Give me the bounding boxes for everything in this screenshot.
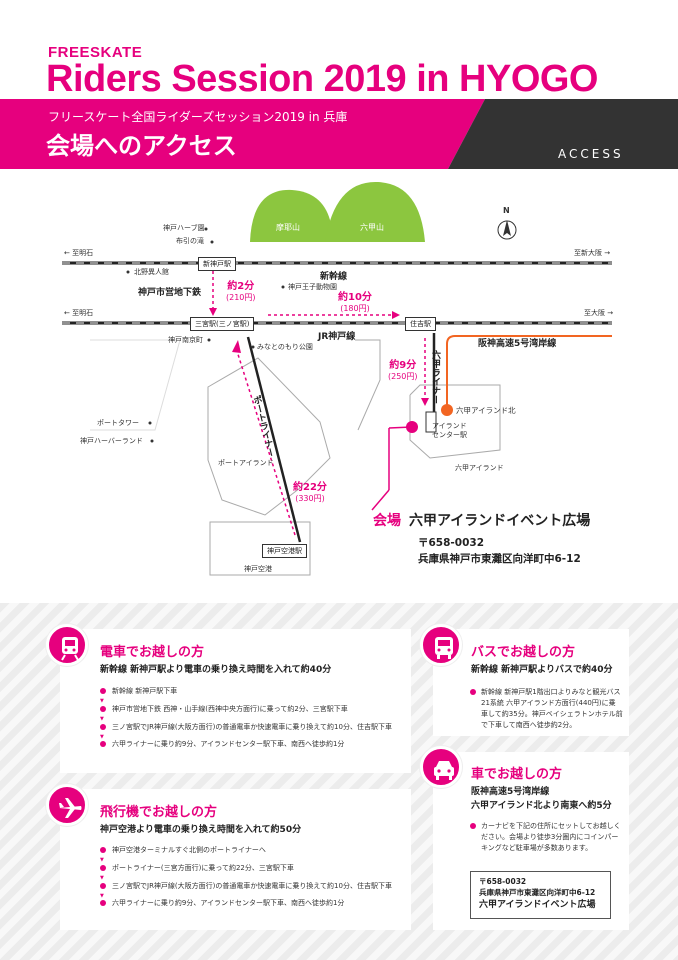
station-sannomiya: 三宮駅(三ノ宮駅) <box>190 317 255 331</box>
section-heading: 会場へのアクセス <box>46 132 237 160</box>
venue-title: 会場六甲アイランドイベント広場 <box>373 510 590 530</box>
mountain-rokko-label: 六甲山 <box>360 223 384 232</box>
access-map: 摩耶山 六甲山 N 神戸ハーブ園 布引の滝 ← 至明石 至新大阪 → 新神戸駅 … <box>0 180 678 600</box>
compass-arrow <box>503 220 511 236</box>
landmark-kitano: 北野異人館 <box>134 268 169 276</box>
page-title: Riders Session 2019 in HYOGO <box>46 58 599 100</box>
plane-steps: 神戸空港ターミナルすぐ北側のポートライナーへ ポートライナー(三宮方面行)に乗っ… <box>100 846 392 917</box>
car-address-name: 六甲アイランドイベント広場 <box>479 899 596 910</box>
car-note: カーナビを下記の住所にセットしてお越しく ださい。会場より徒歩3分圏内にコインパ… <box>470 822 621 852</box>
station-shinkobe: 新神戸駅 <box>198 257 236 271</box>
venue-address: 〒658-0032 兵庫県神戸市東灘区向洋町中6-12 <box>418 535 581 568</box>
plane-step: 六甲ライナーに乗り約9分、アイランドセンター駅下車、南西へ徒歩約1分 <box>100 899 392 909</box>
train-card <box>60 629 411 773</box>
landmark-rokko-island: 六甲アイランド <box>455 464 504 472</box>
landmark-harborland: 神戸ハーバーランド <box>80 437 143 445</box>
time-rokko: 約9分(250円) <box>388 360 418 381</box>
mountain-maya-label: 摩耶山 <box>276 223 300 232</box>
venue-postal: 〒658-0032 <box>418 537 484 549</box>
landmark-tower: ポートタワー <box>97 419 139 427</box>
line-to-shinosaka: 至新大阪 → <box>574 249 611 257</box>
train-icon <box>46 624 88 666</box>
access-label: ACCESS <box>558 147 624 161</box>
line-to-akashi-1: ← 至明石 <box>64 249 94 257</box>
bus-note: 新幹線 新神戸駅1階出口よりみなと観光バス 21系統 六甲アイランド方面行(44… <box>470 688 623 729</box>
plane-step: ポートライナー(三宮方面行)に乗って約22分、三宮駅下車 <box>100 864 392 881</box>
time-subway: 約2分(210円) <box>226 281 256 302</box>
landmark-nunobiki: 布引の滝 <box>176 237 204 245</box>
airport-outline <box>209 521 311 576</box>
map-graphics <box>62 181 612 576</box>
train-steps: 新幹線 新神戸駅下車 神戸市営地下鉄 西神・山手線(西神中央方面行)に乗って約2… <box>100 687 392 758</box>
line-rokkoliner-label: 六甲ライナー <box>430 350 440 404</box>
train-step: 新幹線 新神戸駅下車 <box>100 687 392 705</box>
bus-title: バスでお越しの方 <box>471 645 576 660</box>
venue-name: 六甲アイランドイベント広場 <box>409 513 591 529</box>
rokko-island-outline <box>409 384 501 459</box>
plane-step: 神戸空港ターミナルすぐ北側のポートライナーへ <box>100 846 392 864</box>
car-address-box: 〒658-0032 兵庫県神戸市東灘区向洋町中6-12 六甲アイランドイベント広… <box>470 871 611 919</box>
landmark-nankinmachi: 神戸南京町 <box>168 336 203 344</box>
subtitle: フリースケート全国ライダーズセッション2019 in 兵庫 <box>48 110 348 124</box>
landmark-port-island: ポートアイランド <box>218 459 274 467</box>
line-shinkansen-label: 新幹線 <box>320 272 348 282</box>
train-title: 電車でお越しの方 <box>100 645 205 660</box>
train-step: 三ノ宮駅でJR神戸線(大阪方面行)の普通電車か快速電車に乗り換えて約10分、住吉… <box>100 723 392 740</box>
title-banner <box>0 99 678 169</box>
time-port: 約22分(330円) <box>293 482 327 503</box>
mountain-rokko <box>325 181 425 242</box>
car-address-postal: 〒658-0032 <box>479 877 527 886</box>
plane-card <box>60 789 411 930</box>
port-island-outline <box>207 357 331 516</box>
north-label: N <box>503 206 510 215</box>
plane-title: 飛行機でお越しの方 <box>100 805 218 820</box>
landmark-airport-area: 神戸空港 <box>244 565 272 573</box>
train-step: 神戸市営地下鉄 西神・山手線(西神中央方面行)に乗って約2分、三宮駅下車 <box>100 705 392 722</box>
page-header: FREESKATE Riders Session 2019 in HYOGO フ… <box>0 0 678 170</box>
banner-shapes <box>0 99 678 169</box>
landmark-minatonomori: みなとのもり公園 <box>257 343 313 351</box>
line-subway-label: 神戸市営地下鉄 <box>138 288 202 298</box>
expressway-line <box>446 335 612 405</box>
train-summary: 新幹線 新神戸駅より電車の乗り換え時間を入れて約40分 <box>100 665 332 675</box>
station-sumiyoshi: 住吉駅 <box>405 317 436 331</box>
landmark-rokko-north: 六甲アイランド北 <box>456 406 516 415</box>
brand-label: FREESKATE <box>48 44 143 61</box>
car-summary: 阪神高速5号湾岸線 六甲アイランド北より南東へ約5分 <box>471 787 612 811</box>
car-title: 車でお越しの方 <box>471 767 563 782</box>
portliner-line <box>246 336 302 543</box>
venue-street: 兵庫県神戸市東灘区向洋町中6-12 <box>418 553 581 566</box>
landmark-herb: 神戸ハーブ園 <box>163 224 205 232</box>
line-to-osaka: 至大阪 → <box>584 309 614 317</box>
bus-summary: 新幹線 新神戸駅よりバスで約40分 <box>471 665 613 675</box>
line-to-akashi-2: ← 至明石 <box>64 309 94 317</box>
station-airport: 神戸空港駅 <box>262 544 307 558</box>
bus-card <box>433 629 629 736</box>
car-icon <box>420 746 462 788</box>
mountain-maya <box>250 189 330 242</box>
plane-summary: 神戸空港より電車の乗り換え時間を入れて約50分 <box>100 825 302 835</box>
line-jr-label: JR神戸線 <box>318 332 356 342</box>
venue-label: 会場 <box>373 513 401 529</box>
plane-step: 三ノ宮駅でJR神戸線(大阪方面行)の普通電車か快速電車に乗り換えて約10分、住吉… <box>100 882 392 899</box>
line-expressway-label: 阪神高速5号湾岸線 <box>478 339 557 349</box>
station-island-center: アイランド センター駅 <box>432 422 467 439</box>
rokko-north-marker <box>441 404 453 416</box>
bus-icon <box>420 624 462 666</box>
landmark-zoo: 神戸王子動物園 <box>288 283 337 291</box>
train-step: 六甲ライナーに乗り約9分、アイランドセンター駅下車、南西へ徒歩約1分 <box>100 740 392 750</box>
airplane-icon <box>46 784 88 826</box>
car-address-line: 兵庫県神戸市東灘区向洋町中6-12 <box>479 887 596 897</box>
time-jr: 約10分(180円) <box>338 292 372 313</box>
